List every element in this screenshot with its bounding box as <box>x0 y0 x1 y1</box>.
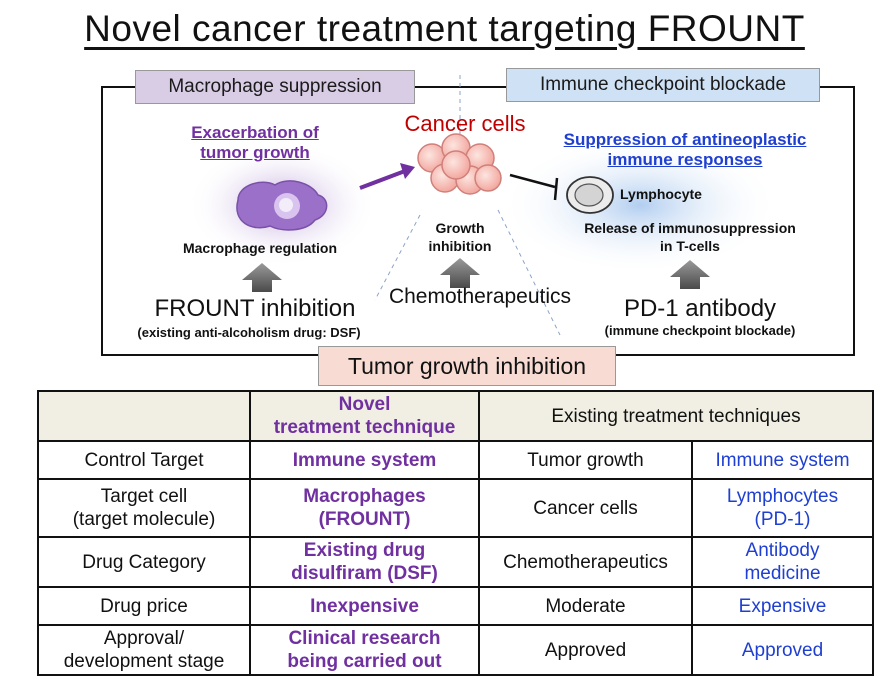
row-existing-b-line2: medicine <box>697 562 868 585</box>
row-label: Drug Category <box>38 537 250 587</box>
table-row: Drug price Inexpensive Moderate Expensiv… <box>38 587 873 625</box>
table-row: Control Target Immune system Tumor growt… <box>38 441 873 479</box>
row-novel-line2: being carried out <box>255 650 474 673</box>
row-novel-line2: (FROUNT) <box>255 508 474 531</box>
row-novel: Macrophages (FROUNT) <box>250 479 479 537</box>
row-existing-b: Immune system <box>692 441 873 479</box>
row-existing-b-line1: Lymphocytes <box>697 485 868 508</box>
row-label-line1: Target cell <box>43 485 245 508</box>
row-novel: Existing drug disulfiram (DSF) <box>250 537 479 587</box>
row-label-line2: (target molecule) <box>43 508 245 531</box>
row-existing-b: Approved <box>692 625 873 675</box>
row-novel: Clinical research being carried out <box>250 625 479 675</box>
growth-inhibition-line1: Growth <box>410 219 510 237</box>
row-existing-b-line1: Antibody <box>697 539 868 562</box>
frount-inhibition-label: FROUNT inhibition <box>130 295 380 323</box>
row-existing-a: Moderate <box>479 587 692 625</box>
arrow-to-cancer-icon <box>360 163 415 188</box>
growth-inhibition-line2: inhibition <box>410 237 510 255</box>
release-line1: Release of immunosuppression <box>560 219 820 237</box>
row-existing-b: Expensive <box>692 587 873 625</box>
exacerbation-line2: tumor growth <box>170 143 340 163</box>
row-novel-line2: disulfiram (DSF) <box>255 562 474 585</box>
macrophage-icon <box>237 181 327 230</box>
lymphocyte-icon <box>567 177 613 213</box>
cancer-cells-icon <box>418 134 501 194</box>
up-arrow-icon <box>242 263 282 292</box>
row-novel-line1: Macrophages <box>255 485 474 508</box>
header-novel-line1: Novel <box>255 393 474 416</box>
table-header-existing: Existing treatment techniques <box>479 391 873 441</box>
header-novel-line2: treatment technique <box>255 416 474 439</box>
row-existing-a: Tumor growth <box>479 441 692 479</box>
growth-inhibition-label: Growth inhibition <box>410 219 510 255</box>
frount-note: (existing anti-alcoholism drug: DSF) <box>104 325 394 340</box>
chemotherapeutics-label: Chemotherapeutics <box>360 285 600 309</box>
table-header-row: Novel treatment technique Existing treat… <box>38 391 873 441</box>
comparison-table: Novel treatment technique Existing treat… <box>37 390 874 676</box>
row-novel-line1: Existing drug <box>255 539 474 562</box>
row-novel-line1: Clinical research <box>255 627 474 650</box>
pd1-antibody-label: PD-1 antibody <box>590 295 810 323</box>
row-label: Control Target <box>38 441 250 479</box>
row-existing-a: Approved <box>479 625 692 675</box>
tag-immune-checkpoint-blockade: Immune checkpoint blockade <box>506 68 820 102</box>
row-label: Approval/ development stage <box>38 625 250 675</box>
tag-macrophage-suppression: Macrophage suppression <box>135 70 415 104</box>
release-line2: in T-cells <box>560 237 820 255</box>
table-row: Drug Category Existing drug disulfiram (… <box>38 537 873 587</box>
cancer-cells-label: Cancer cells <box>380 111 550 137</box>
table-header-novel: Novel treatment technique <box>250 391 479 441</box>
exacerbation-line1: Exacerbation of <box>170 123 340 143</box>
row-novel: Immune system <box>250 441 479 479</box>
row-existing-b: Antibody medicine <box>692 537 873 587</box>
row-existing-a: Chemotherapeutics <box>479 537 692 587</box>
macrophage-regulation-label: Macrophage regulation <box>160 240 360 256</box>
up-arrow-icon <box>440 258 480 288</box>
lymphocyte-label: Lymphocyte <box>620 186 720 202</box>
release-label: Release of immunosuppression in T-cells <box>560 219 820 255</box>
row-label-line1: Approval/ <box>43 627 245 650</box>
suppression-label: Suppression of antineoplastic immune res… <box>545 130 825 170</box>
row-label: Drug price <box>38 587 250 625</box>
table-row: Target cell (target molecule) Macrophage… <box>38 479 873 537</box>
suppression-line1: Suppression of antineoplastic <box>545 130 825 150</box>
row-existing-b-line2: (PD-1) <box>697 508 868 531</box>
row-existing-a: Cancer cells <box>479 479 692 537</box>
row-label-line2: development stage <box>43 650 245 673</box>
pd1-note: (immune checkpoint blockade) <box>590 323 810 338</box>
table-header-empty <box>38 391 250 441</box>
tag-tumor-growth-inhibition: Tumor growth inhibition <box>318 346 616 386</box>
table-row: Approval/ development stage Clinical res… <box>38 625 873 675</box>
exacerbation-label: Exacerbation of tumor growth <box>170 123 340 163</box>
row-label: Target cell (target molecule) <box>38 479 250 537</box>
row-existing-b: Lymphocytes (PD-1) <box>692 479 873 537</box>
suppression-line2: immune responses <box>545 150 825 170</box>
row-novel: Inexpensive <box>250 587 479 625</box>
